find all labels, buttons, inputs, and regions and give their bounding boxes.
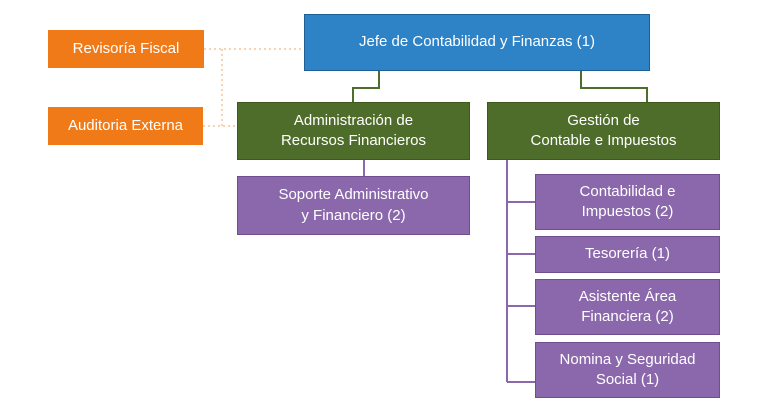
node-contabilidad: Contabilidad e Impuestos (2)	[535, 174, 720, 230]
node-auditoria: Auditoria Externa	[48, 107, 203, 145]
edge-jefe-gestion	[580, 71, 648, 102]
node-tesoreria: Tesorería (1)	[535, 236, 720, 273]
node-soporte-label: Soporte Administrativo y Financiero (2)	[278, 186, 429, 224]
node-jefe: Jefe de Contabilidad y Finanzas (1)	[304, 14, 650, 71]
node-revisoria-label: Revisoría Fiscal	[72, 39, 180, 57]
node-auditoria-label: Auditoria Externa	[67, 116, 184, 134]
node-asistente: Asistente Área Financiera (2)	[535, 279, 720, 335]
node-gestion: Gestión de Contable e Impuestos	[487, 102, 720, 160]
node-tesoreria-label: Tesorería (1)	[584, 245, 671, 263]
node-nomina-label: Nomina y Seguridad Social (1)	[559, 350, 696, 388]
node-jefe-label: Jefe de Contabilidad y Finanzas (1)	[359, 33, 595, 51]
edge-jefe-admin	[352, 71, 380, 102]
node-soporte: Soporte Administrativo y Financiero (2)	[237, 176, 470, 235]
node-asistente-label: Asistente Área Financiera (2)	[578, 287, 677, 325]
node-admin: Administración de Recursos Financieros	[237, 102, 470, 160]
node-gestion-label: Gestión de Contable e Impuestos	[530, 111, 677, 149]
node-admin-label: Administración de Recursos Financieros	[280, 111, 427, 149]
node-contabilidad-label: Contabilidad e Impuestos (2)	[579, 182, 676, 220]
node-nomina: Nomina y Seguridad Social (1)	[535, 342, 720, 398]
node-revisoria: Revisoría Fiscal	[48, 30, 204, 68]
